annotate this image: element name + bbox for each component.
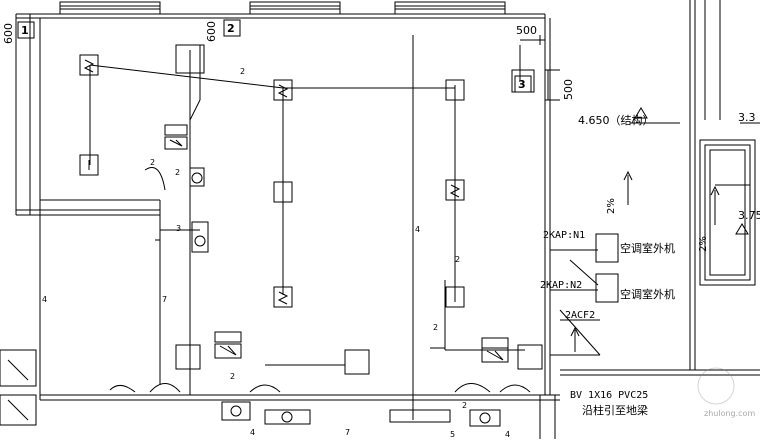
- cable-spec-note: BV 1X16 PVC25: [570, 390, 648, 401]
- cable-route-note: 沿柱引至地梁: [582, 403, 648, 417]
- slope-label: 2%: [606, 198, 617, 214]
- wire-count-label: 2: [455, 255, 460, 264]
- marker-box-3: [514, 75, 532, 93]
- wire-count-label: 7: [345, 428, 350, 437]
- dimension-500-top: 500: [516, 24, 537, 37]
- marker-box-2: [223, 19, 241, 37]
- wire-count-label: 4: [42, 295, 47, 304]
- dimension-lines: [520, 35, 760, 235]
- fixture-glyphs: [7, 59, 504, 421]
- wire-count-label: 2: [150, 158, 155, 167]
- fixture-group: [79, 54, 619, 427]
- level-right-2: 3.75: [738, 209, 760, 222]
- wiring: [39, 35, 601, 420]
- wire-count-label: 2: [230, 372, 235, 381]
- watermark-logo: zhulong.com: [697, 367, 755, 418]
- marker-2: 2: [227, 22, 235, 35]
- wire-count-label: 7: [162, 295, 167, 304]
- wire-count-label: 4: [415, 225, 420, 234]
- circuit-label-n2: 2KAP:N2: [540, 280, 582, 291]
- wire-count-label: 2: [462, 401, 467, 410]
- wire-count-label: 2: [175, 168, 180, 177]
- circuit-label-acf: 2ACF2: [565, 310, 595, 321]
- level-right-1: 3.3: [738, 111, 756, 124]
- watermark-text: zhulong.com: [704, 409, 755, 418]
- door-arcs: [109, 167, 531, 393]
- dimension-500-side: 500: [562, 79, 575, 100]
- ac-outdoor-unit-label: 空调室外机: [620, 241, 675, 255]
- ac-outdoor-unit-label: 空调室外机: [620, 287, 675, 301]
- wire-count-label: 3: [176, 224, 181, 233]
- dimension-600-left: 600: [2, 23, 15, 44]
- wire-count-label: 2: [433, 323, 438, 332]
- wire-count-label: 4: [505, 430, 510, 439]
- marker-box-1: [17, 21, 35, 39]
- circuit-label-n1: 2KAP:N1: [543, 230, 585, 241]
- slope-arrows: [570, 170, 720, 352]
- slope-label: 2%: [698, 236, 709, 252]
- wire-count-label: 2: [240, 67, 245, 76]
- wire-count-label: 5: [450, 430, 455, 439]
- dimension-600-mid: 600: [205, 21, 218, 42]
- marker-3: 3: [518, 78, 526, 91]
- marker-1: 1: [21, 24, 29, 37]
- level-structure-label: 4.650（结构）: [578, 113, 654, 127]
- wire-count-label: 4: [250, 428, 255, 437]
